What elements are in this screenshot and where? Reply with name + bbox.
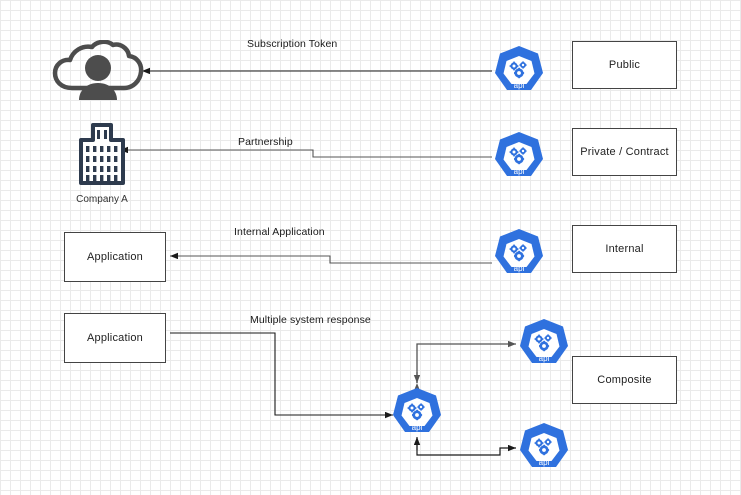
connector-center-to-bottom-api [413, 437, 516, 456]
node-public-label: Public [608, 59, 641, 71]
edge-label-internal-application: Internal Application [234, 226, 325, 238]
company-a-caption: Company A [76, 194, 128, 205]
connector-partnership [120, 146, 492, 158]
node-composite[interactable]: Composite [572, 356, 677, 404]
node-private-contract-label: Private / Contract [580, 146, 669, 158]
api-icon-composite-center[interactable]: api [391, 387, 443, 439]
connector-center-to-top-api [413, 340, 516, 391]
node-application-internal[interactable]: Application [64, 232, 166, 282]
node-application-internal-label: Application [86, 251, 143, 263]
api-icon-public[interactable]: api [493, 45, 545, 97]
node-application-composite-label: Application [86, 332, 143, 344]
cloud-user-icon [52, 39, 144, 100]
node-application-composite[interactable]: Application [64, 313, 166, 363]
node-public[interactable]: Public [572, 41, 677, 89]
api-icon-internal[interactable]: api [493, 228, 545, 280]
edge-label-subscription-token: Subscription Token [247, 38, 338, 50]
company-building-icon [78, 122, 126, 186]
api-icon-private[interactable]: api [493, 131, 545, 183]
node-private-contract[interactable]: Private / Contract [572, 128, 677, 176]
node-internal-label: Internal [605, 243, 644, 255]
edge-label-multiple-system-response: Multiple system response [250, 314, 371, 326]
node-internal[interactable]: Internal [572, 225, 677, 273]
node-composite-label: Composite [597, 374, 652, 386]
edge-label-partnership: Partnership [238, 136, 293, 148]
connector-multiple-system-response [170, 332, 393, 419]
connector-internal-application [170, 252, 492, 264]
api-icon-composite-top[interactable]: api [518, 318, 570, 370]
api-icon-composite-bottom[interactable]: api [518, 422, 570, 474]
